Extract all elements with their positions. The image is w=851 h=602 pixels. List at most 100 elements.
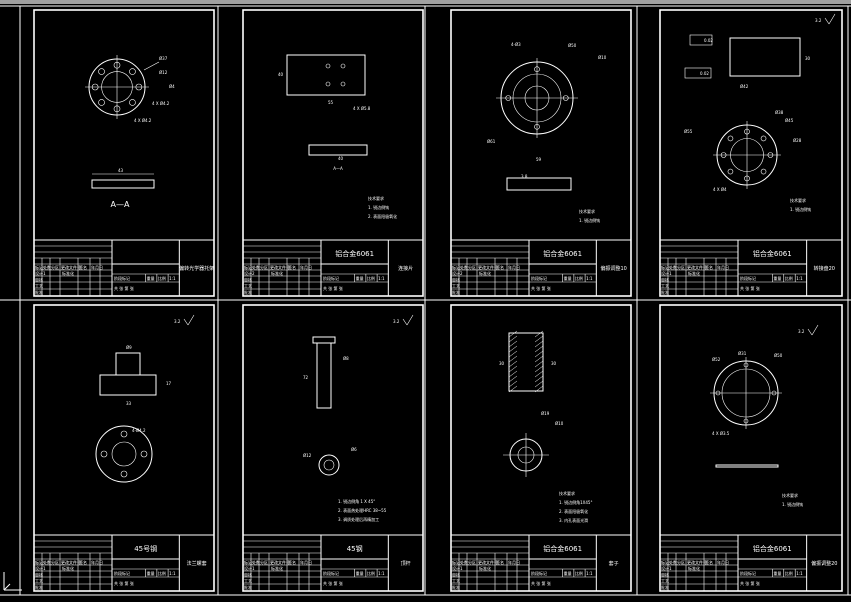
title-row-number: 1 (460, 566, 463, 571)
title-scale: 1:1 (378, 276, 385, 281)
dim-w2: 3.8 (521, 174, 528, 179)
roughness-value: 3.2 (798, 329, 805, 334)
title-part-name: 偏振调整20 (811, 560, 837, 567)
hatch-left (508, 340, 518, 348)
title-part-name: 偏振调整10 (600, 265, 626, 272)
title-header-4: 签名 (496, 559, 504, 565)
title-header-1: 处数 (252, 264, 260, 270)
flange-hole (120, 470, 128, 478)
title-header-2: 分区 (677, 264, 685, 270)
title-block-frame (33, 239, 215, 297)
dim-d2: Ø50 (568, 43, 577, 48)
hatch-left (508, 365, 518, 373)
roughness-symbol: 3.2 (798, 324, 819, 336)
part4-flange-hole (760, 135, 767, 142)
title-header-5: 年月日 (91, 559, 103, 565)
dim-d3: Ø4 (169, 84, 175, 89)
tech-note-2: 2. 表面阳极氧化 (559, 508, 588, 514)
dim-d3: Ø45 (785, 118, 794, 123)
dim-w: 33 (126, 401, 132, 406)
hatch-right (534, 330, 544, 338)
title-row-label-2: 工艺 (244, 579, 252, 584)
roughness-leg-2 (187, 314, 195, 326)
hatch-left (508, 335, 518, 343)
hatch-left (508, 375, 518, 383)
sleeve-section (508, 332, 544, 392)
dim-hole: 4 X Ø5.8 (353, 106, 371, 111)
title-scale: 1:1 (169, 276, 176, 281)
hatch-left (508, 330, 518, 338)
title-field-1: 重量 (773, 275, 781, 281)
title-share: 共 张 第 张 (740, 285, 760, 291)
flange-neck (115, 352, 141, 376)
drawing-sheet-1[interactable]: Ø37Ø12Ø44 X Ø4.24 X Ø4.243A—A标记处数分区更改文件号… (33, 9, 215, 297)
title-row-label-3: 批准 (452, 289, 460, 295)
flange-base (99, 374, 157, 396)
title-header-5: 年月日 (300, 559, 312, 565)
title-block-frame (33, 534, 215, 592)
title-row-label-3: 批准 (244, 584, 252, 590)
title-header-2: 分区 (260, 559, 268, 565)
title-share: 共 张 第 张 (531, 580, 551, 586)
sheet-border (242, 304, 424, 592)
title-scale: 1:1 (796, 276, 803, 281)
hatch-left (508, 355, 518, 363)
flange-outer (95, 425, 153, 483)
title-field-0: 阶段标记 (740, 570, 756, 576)
flange-bore (111, 441, 137, 467)
title-header-3: 更改文件号 (478, 264, 498, 270)
title-header-1: 处数 (669, 264, 677, 270)
sheet-border (33, 304, 215, 592)
title-row-label-0: 设计 (244, 270, 252, 276)
title-block-frame (450, 534, 632, 592)
title-header-3: 更改文件号 (687, 264, 707, 270)
plate-front (286, 54, 366, 96)
title-row-number: 1 (252, 566, 255, 571)
title-block-frame (659, 534, 843, 592)
title-row-label-1: 审核 (244, 571, 252, 577)
sheet-border (33, 9, 215, 297)
part4-flange-hole (727, 135, 734, 142)
roughness-leg-2 (811, 324, 819, 336)
drawing-sheet-5[interactable]: Ø933174-Ø4.23.2标记处数分区更改文件号签名年月日设计审核工艺批准1… (33, 304, 215, 592)
roughness-value: 3.2 (174, 319, 181, 324)
title-header-2: 分区 (51, 264, 59, 270)
title-part-name: 转接盘20 (814, 265, 835, 272)
dim-len: 40 (338, 156, 344, 161)
tech-note-0: 技术要求 (559, 490, 575, 496)
title-field-2: 比例 (575, 570, 583, 576)
plate-hole (340, 81, 346, 87)
roughness-leg-1 (824, 17, 830, 25)
hatch-right (534, 350, 544, 358)
title-row-label-0: 设计 (661, 565, 669, 571)
title-standardization: 标准化 (688, 565, 700, 571)
title-header-3: 更改文件号 (270, 264, 290, 270)
dim-hole: 4-Ø4.2 (132, 428, 146, 433)
title-field-0: 阶段标记 (114, 570, 130, 576)
tech-note-2: 2. 表面阳极氧化 (368, 213, 397, 219)
dim-h: 17 (166, 381, 172, 386)
title-row-label-2: 工艺 (452, 579, 460, 584)
roughness-leg-2 (406, 314, 414, 326)
leader (143, 61, 160, 71)
drawing-sheet-2[interactable]: 40554 X Ø5.840A—A技术要求1. 锐边倒钝2. 表面阳极氧化标记处… (242, 9, 424, 297)
plate-hole (325, 63, 331, 69)
dim-h: 40 (278, 72, 284, 77)
title-part-name: 法兰螺套 (187, 560, 207, 567)
flange-hole (140, 450, 148, 458)
title-header-4: 签名 (79, 264, 87, 270)
title-row-label-3: 批准 (661, 584, 669, 590)
title-header-3: 更改文件号 (61, 559, 81, 565)
part1-flange-hole (129, 99, 136, 106)
title-row-number: 1 (669, 271, 672, 276)
title-row-label-0: 设计 (452, 565, 460, 571)
